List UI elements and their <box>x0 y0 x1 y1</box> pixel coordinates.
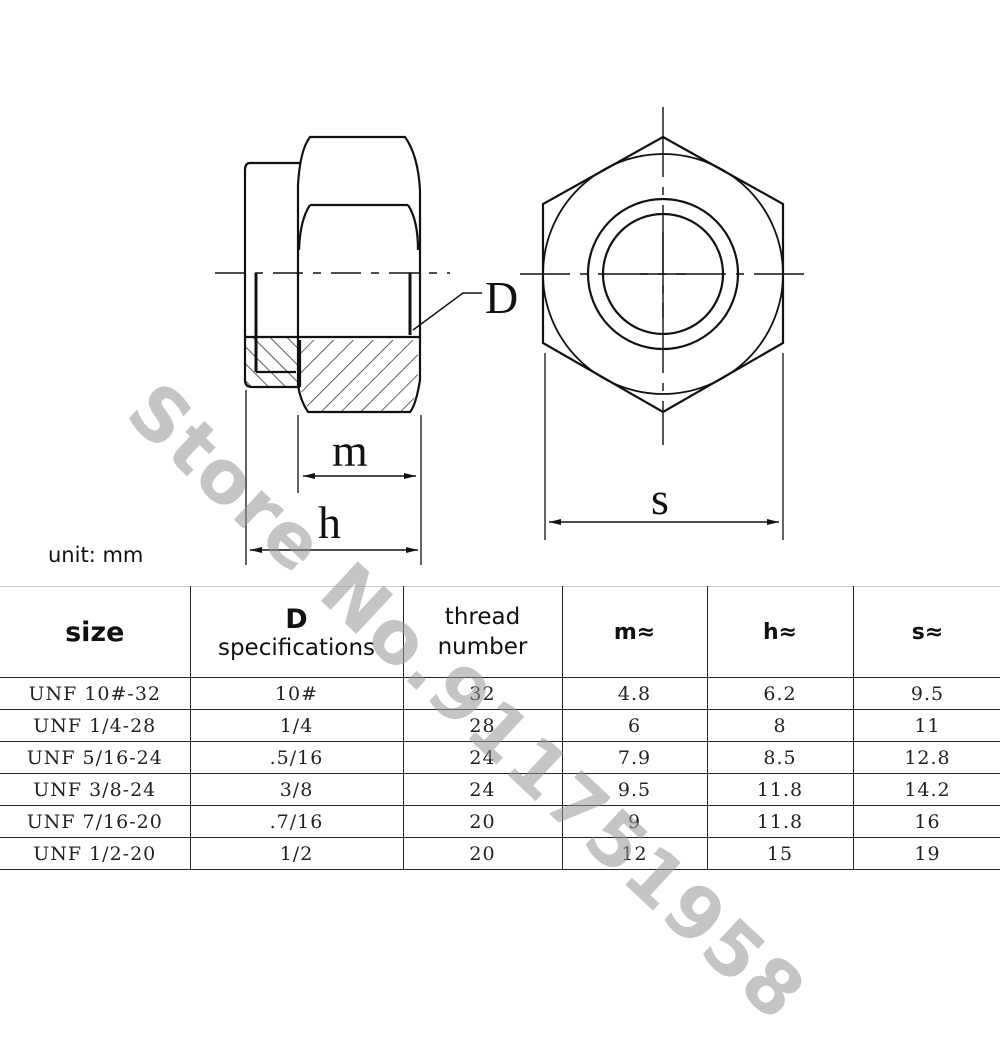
cell-size: UNF 5/16-24 <box>0 741 191 774</box>
cell-h: 15 <box>706 837 854 870</box>
table-row: UNF 5/16-24 .5/16 24 7.9 8.5 12.8 <box>0 741 1000 774</box>
cell-d: 1/2 <box>189 837 404 870</box>
dimension-label-s: s <box>651 473 669 524</box>
cell-h: 11.8 <box>706 773 854 806</box>
cell-h: 8 <box>706 709 854 742</box>
cell-size: UNF 10#-32 <box>0 677 191 710</box>
cell-thread: 32 <box>402 677 563 710</box>
cell-thread: 20 <box>402 837 563 870</box>
cell-s: 19 <box>852 837 1000 870</box>
side-view <box>215 135 482 565</box>
cell-d: .7/16 <box>189 805 404 838</box>
table-row: UNF 7/16-20 .7/16 20 9 11.8 16 <box>0 805 1000 838</box>
table-row: UNF 3/8-24 3/8 24 9.5 11.8 14.2 <box>0 773 1000 806</box>
cell-thread: 24 <box>402 773 563 806</box>
cell-s: 12.8 <box>852 741 1000 774</box>
table-row: UNF 1/2-20 1/2 20 12 15 19 <box>0 837 1000 870</box>
header-d-specifications: D specifications <box>189 586 404 678</box>
nut-technical-drawing <box>215 107 812 565</box>
cell-thread: 28 <box>402 709 563 742</box>
cell-thread: 24 <box>402 741 563 774</box>
cell-s: 11 <box>852 709 1000 742</box>
dimension-label-h: h <box>318 497 341 548</box>
header-h: h≈ <box>706 586 854 678</box>
cell-h: 11.8 <box>706 805 854 838</box>
spec-table: size D specifications thread number m≈ h… <box>0 586 1000 870</box>
cell-m: 9 <box>561 805 708 838</box>
header-size: size <box>0 586 191 678</box>
cell-h: 6.2 <box>706 677 854 710</box>
cell-m: 12 <box>561 837 708 870</box>
cell-m: 9.5 <box>561 773 708 806</box>
cell-size: UNF 1/4-28 <box>0 709 191 742</box>
table-header-row: size D specifications thread number m≈ h… <box>0 586 1000 678</box>
cell-d: 1/4 <box>189 709 404 742</box>
cell-m: 7.9 <box>561 741 708 774</box>
cell-d: .5/16 <box>189 741 404 774</box>
cell-s: 14.2 <box>852 773 1000 806</box>
table-row: UNF 1/4-28 1/4 28 6 8 11 <box>0 709 1000 742</box>
cell-thread: 20 <box>402 805 563 838</box>
cell-d: 10# <box>189 677 404 710</box>
cell-size: UNF 1/2-20 <box>0 837 191 870</box>
dimension-label-m: m <box>332 425 368 476</box>
unit-label: unit: mm <box>48 543 144 567</box>
cell-s: 9.5 <box>852 677 1000 710</box>
cell-m: 6 <box>561 709 708 742</box>
cell-s: 16 <box>852 805 1000 838</box>
cell-size: UNF 3/8-24 <box>0 773 191 806</box>
header-m: m≈ <box>561 586 708 678</box>
cell-size: UNF 7/16-20 <box>0 805 191 838</box>
cell-d: 3/8 <box>189 773 404 806</box>
cell-m: 4.8 <box>561 677 708 710</box>
dimension-label-d: D <box>485 272 519 323</box>
table-row: UNF 10#-32 10# 32 4.8 6.2 9.5 <box>0 677 1000 710</box>
front-view <box>520 107 812 540</box>
header-thread-number: thread number <box>402 586 563 678</box>
header-s: s≈ <box>852 586 1000 678</box>
cell-h: 8.5 <box>706 741 854 774</box>
